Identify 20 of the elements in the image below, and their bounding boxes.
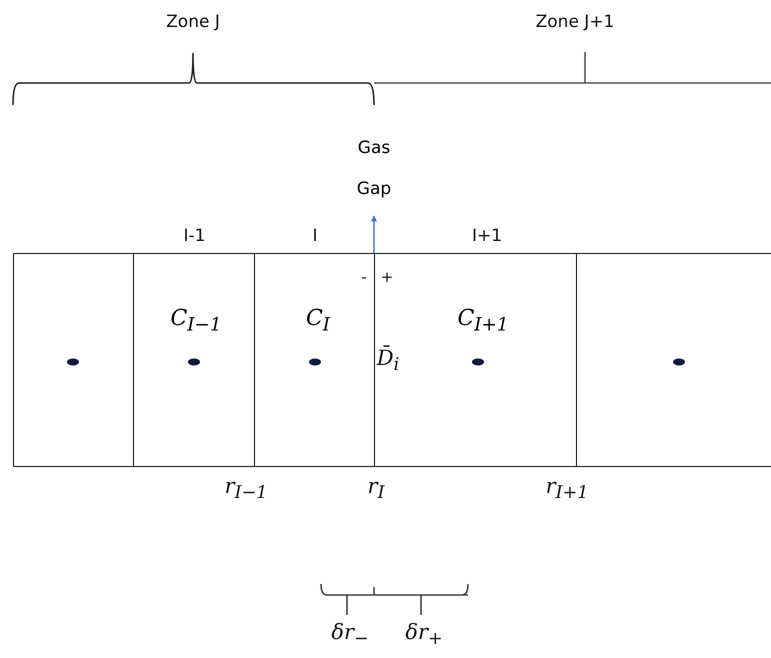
cell-index-label: I-1 — [184, 226, 206, 246]
cell-region — [13, 253, 133, 467]
zone-label: Zone J — [166, 12, 220, 32]
concentration-label: C$_{I+1}$ — [457, 306, 509, 336]
concentration-label: C$_{I−1}$ — [170, 306, 222, 336]
cell-index-label: I — [312, 226, 318, 246]
radius-label: r$_{I}$ — [368, 474, 384, 504]
sign-label: + — [380, 268, 394, 286]
radius-label: r$_{I+1}$ — [546, 474, 588, 504]
flux-label: D̄$_{i}$ — [376, 346, 400, 376]
cell-region — [576, 253, 771, 467]
radius-label: r$_{I−1}$ — [224, 474, 268, 504]
cell-index-label: I+1 — [472, 226, 502, 246]
sign-label: - — [361, 268, 367, 286]
width-label: δr$_{+}$ — [405, 620, 443, 650]
gas-gap-label: Gas Gap — [356, 137, 392, 201]
width-label: δr$_{−}$ — [331, 620, 369, 650]
concentration-label: C$_{I}$ — [306, 306, 330, 336]
zone-label: Zone J+1 — [536, 12, 614, 32]
arrow — [371, 215, 377, 253]
